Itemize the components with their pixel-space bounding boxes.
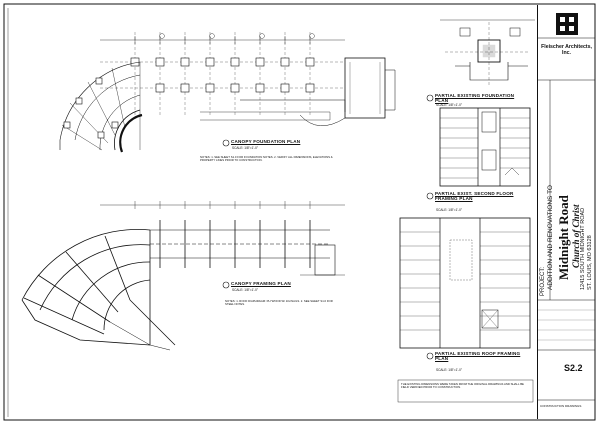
firm-logo-icon <box>556 13 578 35</box>
canopy-foundation-plan-scale: SCALE: 1/8"=1'-0" <box>232 146 258 150</box>
partial-exist-second-floor-framing-plan <box>439 107 531 187</box>
address-line2: ST. LOUIS, MO 63128 <box>587 235 593 290</box>
sheet-number: S2.2 <box>564 363 583 373</box>
partial-existing-foundation-plan-title: PARTIAL EXISTING FOUNDATION PLAN <box>435 93 515 103</box>
existing-dimensions-disclaimer: THE EXISTING DIMENSIONS WERE TAKEN FROM … <box>401 382 524 389</box>
canopy-framing-plan-title: CANOPY FRAMING PLAN <box>231 281 291 286</box>
project-name: Midnight Road <box>556 195 571 280</box>
canopy-foundation-plan-title: CANOPY FOUNDATION PLAN <box>231 139 301 144</box>
drawing-status: CONSTRUCTION DRAWINGS <box>540 404 582 408</box>
address-line1: 12415 SOUTH MIDNIGHT ROAD <box>580 207 586 290</box>
canopy-framing-plan-scale: SCALE: 1/8"=1'-0" <box>232 288 258 292</box>
canopy-foundation-plan <box>59 32 396 153</box>
partial-existing-foundation-plan-scale: SCALE: 1/8"=1'-0" <box>436 103 462 107</box>
partial-existing-foundation-plan <box>440 19 535 85</box>
title-block: Fleischer Architects, Inc. <box>537 5 595 419</box>
project-line1: ADDITION AND RENOVATIONS TO <box>547 185 554 290</box>
partial-existing-roof-plan-title: PARTIAL EXISTING ROOF FRAMING PLAN <box>435 351 521 361</box>
partial-existing-roof-framing-plan <box>399 217 531 349</box>
project-label: PROJECT: <box>540 266 546 296</box>
partial-exist-second-floor-plan-title: PARTIAL EXIST. SECOND FLOOR FRAMING PLAN <box>435 191 514 201</box>
canopy-framing-plan <box>21 201 345 351</box>
partial-existing-roof-plan-scale: SCALE: 1/8"=1'-0" <box>436 368 462 372</box>
firm-name: Fleischer Architects, Inc. <box>541 44 592 56</box>
canopy-foundation-notes: NOTES: 1. SEE SHEET S1.0 FOR FOUNDATION … <box>200 155 333 162</box>
partial-exist-second-floor-plan-scale: SCALE: 1/8"=1'-0" <box>436 208 462 212</box>
canopy-framing-notes: NOTES: 1. ROOF DIAPHRAGM: PLYWOOD W/ 10d… <box>225 299 333 306</box>
